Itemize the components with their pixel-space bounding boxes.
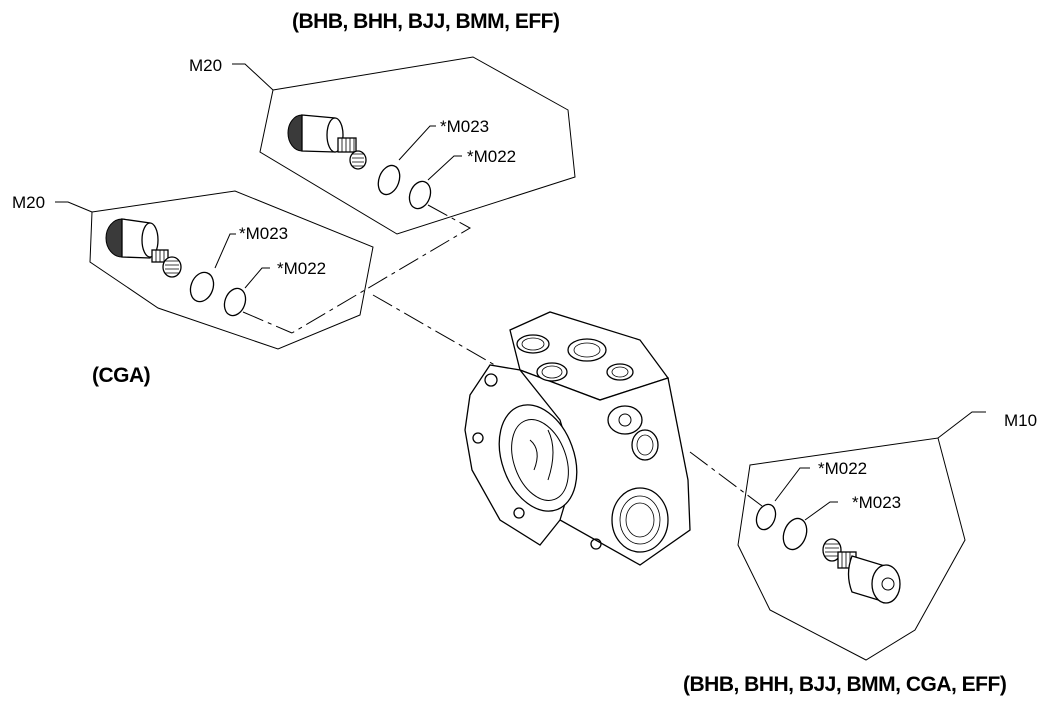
right-oring-small-label: *M022: [818, 459, 867, 478]
lower-kit-group: M20 *M023 *M022: [12, 190, 501, 369]
header-bottom: (BHB, BHH, BJJ, BMM, CGA, EFF): [683, 673, 1006, 696]
lower-oring-large: [189, 271, 215, 303]
upper-centerline: [291, 204, 472, 334]
lower-centerline-b: [372, 294, 501, 369]
lower-kit-outline: [89, 190, 374, 350]
right-oring-large-label: *M023: [852, 493, 901, 512]
upper-oring-small-leader: [427, 155, 462, 181]
lower-oring-large-label: *M023: [239, 224, 288, 243]
lower-kit-label: M20: [12, 193, 45, 212]
right-kit-group: M10 *M022 *M023: [689, 411, 1037, 661]
lower-centerline-a: [242, 311, 293, 334]
lower-kit-leader: [55, 201, 93, 213]
upper-oring-large: [377, 164, 401, 196]
right-oring-large: [782, 517, 808, 551]
lower-oring-small: [223, 287, 247, 317]
right-cartridge-valve: [822, 538, 901, 604]
upper-kit-group: M20 *M023 *M022: [189, 56, 576, 334]
right-oring-large-leader: [804, 501, 838, 521]
right-centerline: [689, 451, 763, 507]
lower-cartridge-valve: [105, 218, 182, 278]
header-left: (CGA): [92, 364, 150, 387]
right-oring-small: [755, 503, 777, 531]
upper-oring-small: [408, 180, 432, 210]
upper-kit-outline: [259, 56, 576, 235]
header-top: (BHB, BHH, BJJ, BMM, EFF): [292, 10, 560, 33]
lower-oring-small-leader: [244, 267, 270, 289]
valve-housing: [464, 311, 691, 566]
upper-oring-small-label: *M022: [467, 147, 516, 166]
upper-kit-leader: [232, 63, 274, 91]
right-kit-outline: [737, 437, 966, 661]
upper-oring-large-label: *M023: [440, 117, 489, 136]
lower-oring-large-leader: [214, 233, 236, 269]
upper-oring-large-leader: [398, 125, 436, 161]
upper-cartridge-valve: [287, 114, 367, 170]
right-kit-leader: [937, 411, 986, 439]
upper-kit-label: M20: [189, 56, 222, 75]
lower-oring-small-label: *M022: [277, 259, 326, 278]
right-kit-label: M10: [1004, 411, 1037, 430]
right-oring-small-leader: [774, 467, 810, 502]
